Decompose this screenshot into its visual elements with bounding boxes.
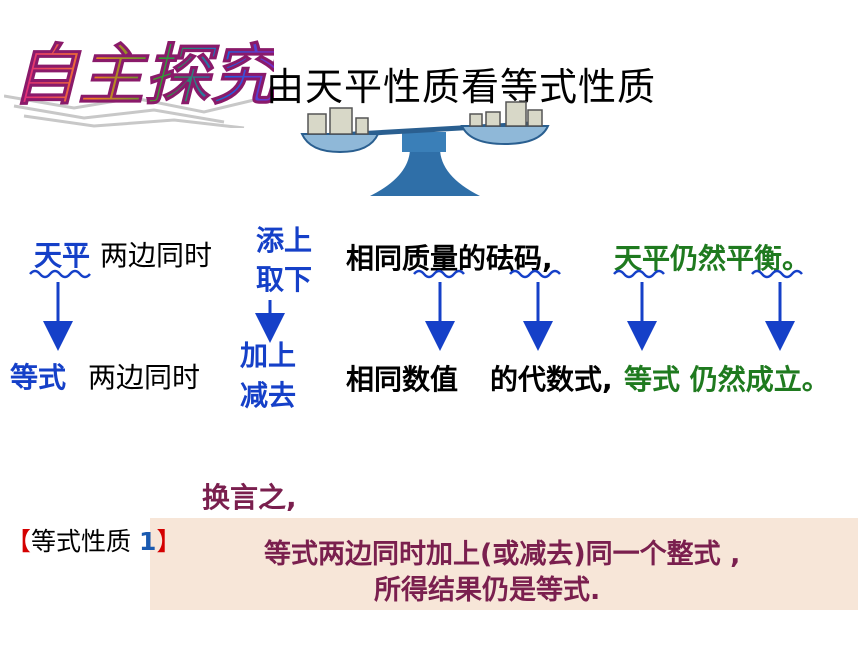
page-title: 由天平性质看等式性质 — [266, 65, 657, 109]
row1-object: 相同质量的砝码, — [346, 242, 553, 275]
row2-op-subtract: 减去 — [240, 379, 297, 412]
conclusion-intro: 换言之, — [202, 481, 297, 514]
word-art-icon: 自主探究 — [3, 37, 285, 130]
label-bracket-close: 】 — [156, 527, 182, 556]
row2-object-a: 相同数值 — [346, 363, 459, 396]
property-label: 【等式性质 1】 — [6, 522, 181, 558]
row2-object-b: 的代数式, — [490, 363, 613, 396]
label-bracket-open: 【 — [6, 527, 32, 556]
row2-middle: 两边同时 — [88, 361, 201, 394]
property-line-1: 等式两边同时加上(或减去)同一个整式 , — [264, 539, 741, 570]
row1-middle: 两边同时 — [100, 239, 213, 272]
row1-result: 天平仍然平衡。 — [614, 242, 811, 275]
label-number: 1 — [138, 527, 157, 556]
row1-op-add: 添上 — [256, 224, 313, 257]
balance-scale-icon — [300, 96, 550, 206]
row2-result: 等式 仍然成立。 — [624, 363, 830, 396]
row2-op-add: 加上 — [240, 339, 297, 372]
row1-subject: 天平 — [34, 239, 91, 272]
label-text: 等式性质 — [31, 527, 139, 556]
logo-word-art: 自主探究 — [3, 28, 285, 130]
property-line-2: 所得结果仍是等式. — [374, 575, 601, 606]
svg-text:自主探究: 自主探究 — [12, 37, 274, 114]
property-box — [150, 518, 858, 610]
row2-subject: 等式 — [10, 361, 67, 394]
row1-op-remove: 取下 — [256, 263, 313, 296]
